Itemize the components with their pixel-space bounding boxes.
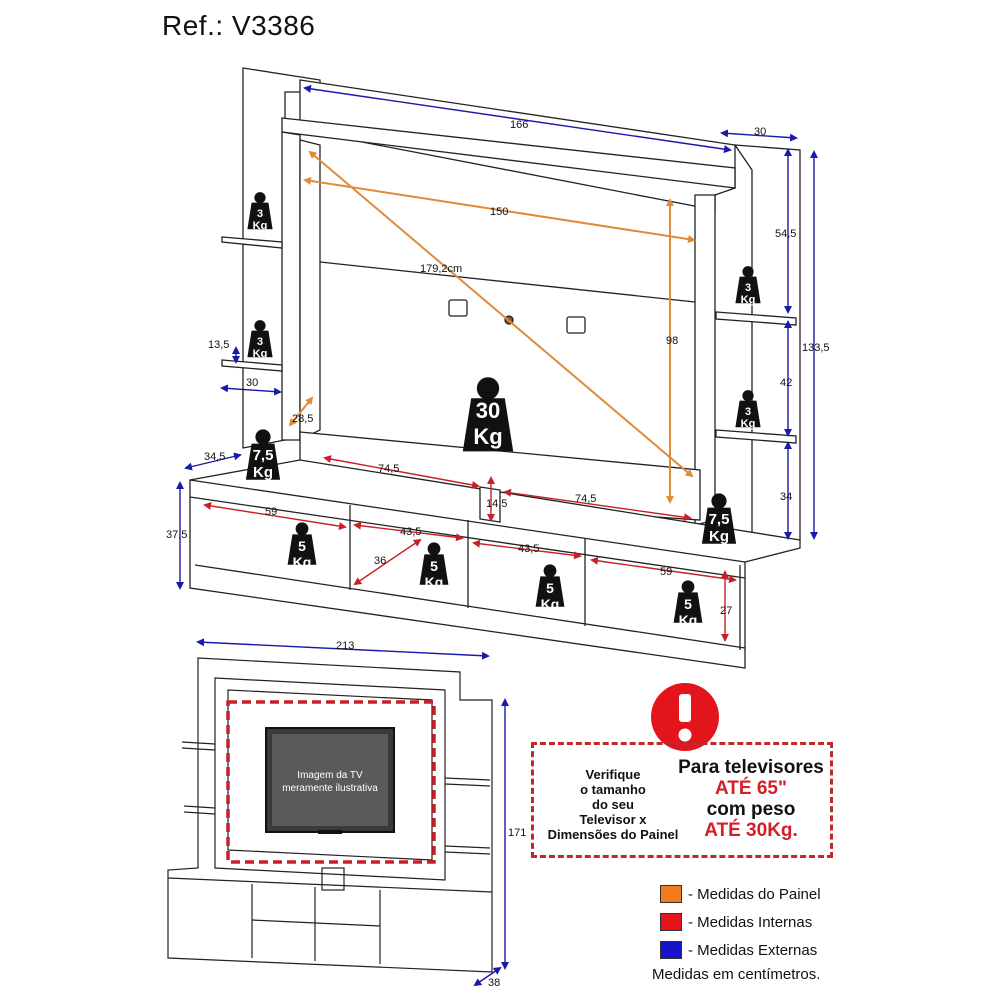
dimension-labels: 166 30 150 179,2cm 54,5 133,5 13,5 30 98… — [166, 119, 830, 617]
dim-43-5-right: 43,5 — [518, 543, 539, 555]
dim-59-right: 59 — [660, 566, 672, 578]
dim-37-5: 37,5 — [166, 529, 187, 541]
dim-30-top: 30 — [754, 126, 766, 138]
weight-icon: 5 Kg — [287, 522, 317, 570]
reference-title: Ref.: V3386 — [162, 10, 316, 41]
weight-icon: 3 Kg — [735, 266, 761, 306]
svg-text:7,5: 7,5 — [253, 447, 274, 464]
svg-text:5: 5 — [684, 596, 692, 612]
dim-30-shelf: 30 — [246, 377, 258, 389]
svg-text:3: 3 — [257, 208, 263, 220]
svg-text:5: 5 — [298, 538, 306, 554]
dim-diagonal: 179,2cm — [420, 263, 462, 275]
dim-42: 42 — [780, 377, 792, 389]
weight-icon: 30 Kg — [462, 377, 514, 452]
tv-image: Imagem da TV meramente ilustrativa — [265, 727, 395, 834]
dim-74-5-right: 74,5 — [575, 493, 596, 505]
front-dimensions — [196, 638, 509, 987]
dim-59-left: 59 — [265, 506, 277, 518]
legend-swatch-orange — [660, 885, 682, 903]
dim-14-5: 14,5 — [486, 498, 507, 510]
svg-text:Kg: Kg — [541, 596, 560, 612]
panel-dimensions — [288, 150, 696, 504]
dim-38: 38 — [488, 977, 500, 989]
dim-27: 27 — [720, 605, 732, 617]
svg-text:Kg: Kg — [473, 424, 502, 449]
tv-warning-box: Verifique o tamanho do seu Televisor x D… — [531, 742, 833, 858]
legend-item-external: - Medidas Externas — [660, 936, 821, 964]
external-dimensions — [176, 84, 818, 590]
weight-icon: 7,5 Kg — [245, 429, 281, 481]
svg-text:3: 3 — [745, 406, 751, 418]
legend: - Medidas do Painel - Medidas Internas -… — [660, 880, 821, 964]
dim-133-5: 133,5 — [802, 342, 830, 354]
dim-98: 98 — [666, 335, 678, 347]
svg-text:Kg: Kg — [253, 220, 268, 232]
svg-text:Kg: Kg — [293, 554, 312, 570]
svg-text:Kg: Kg — [709, 528, 729, 545]
warning-instructions: Verifique o tamanho do seu Televisor x D… — [547, 767, 679, 842]
legend-item-internal: - Medidas Internas — [660, 908, 821, 936]
weight-icon: 3 Kg — [247, 192, 273, 232]
svg-text:7,5: 7,5 — [709, 511, 730, 528]
dim-28-5: 28,5 — [292, 413, 313, 425]
svg-text:Kg: Kg — [253, 348, 268, 360]
dim-54-5: 54,5 — [775, 228, 796, 240]
svg-text:5: 5 — [430, 558, 438, 574]
dim-166: 166 — [510, 119, 528, 131]
svg-text:Kg: Kg — [741, 294, 756, 306]
svg-text:3: 3 — [257, 336, 263, 348]
dim-150: 150 — [490, 206, 508, 218]
tv-caption-line1: Imagem da TV — [297, 770, 363, 781]
dim-213: 213 — [336, 640, 354, 652]
legend-swatch-blue — [660, 941, 682, 959]
legend-swatch-red — [660, 913, 682, 931]
front-dimension-labels: 213 171 38 — [336, 640, 526, 989]
furniture-main — [189, 67, 801, 669]
svg-text:3: 3 — [745, 282, 751, 294]
tv-caption-line2: meramente ilustrativa — [282, 783, 378, 794]
svg-text:Kg: Kg — [741, 418, 756, 430]
tv-area-outline — [226, 700, 436, 864]
dim-171: 171 — [508, 827, 526, 839]
units-note: Medidas em centímetros. — [652, 966, 821, 983]
svg-text:Kg: Kg — [679, 612, 698, 628]
weight-icon: 5 Kg — [419, 542, 449, 590]
weight-icon: 3 Kg — [247, 320, 273, 360]
weight-icon: 5 Kg — [673, 580, 703, 628]
dim-34: 34 — [780, 491, 792, 503]
dim-74-5-left: 74,5 — [378, 463, 399, 475]
weight-icons: 3 Kg 3 Kg 3 Kg 3 Kg 30 Kg — [245, 192, 761, 628]
dim-36: 36 — [374, 555, 386, 567]
dim-13-5: 13,5 — [208, 339, 229, 351]
weight-icon: 7,5 Kg — [701, 493, 737, 545]
svg-text:30: 30 — [476, 398, 500, 423]
svg-text:Kg: Kg — [425, 574, 444, 590]
svg-text:Kg: Kg — [253, 464, 273, 481]
weight-icon: 5 Kg — [535, 564, 565, 612]
weight-icon: 3 Kg — [735, 390, 761, 430]
dim-43-5-left: 43,5 — [400, 526, 421, 538]
warning-limits: Para televisores ATÉ 65" com peso ATÉ 30… — [678, 757, 824, 841]
dim-34-5: 34,5 — [204, 451, 225, 463]
alert-icon — [651, 683, 719, 751]
svg-text:5: 5 — [546, 580, 554, 596]
legend-item-panel: - Medidas do Painel — [660, 880, 821, 908]
